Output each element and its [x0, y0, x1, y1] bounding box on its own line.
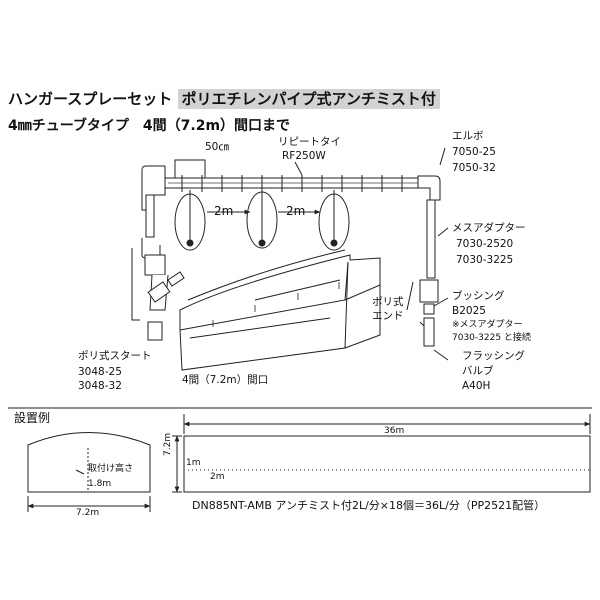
dim-50cm-bracket — [174, 159, 206, 180]
female-adapter-code-2: 7030-3225 — [456, 254, 514, 266]
right-drop-tube — [426, 199, 436, 279]
elbow-code-2: 7050-32 — [452, 162, 496, 174]
width-value: 7.2m — [76, 508, 100, 518]
hanger-2 — [246, 190, 278, 249]
bushing-label: ブッシング — [452, 290, 505, 302]
poly-end-label-1: ポリ式 — [372, 296, 404, 308]
flushing-valve-label-2: バルブ — [462, 365, 494, 377]
spacing-value: 2m — [210, 472, 225, 482]
repeat-ties — [181, 175, 403, 192]
repeat-tie-label: リピートタイ — [278, 136, 341, 148]
first-gap-value: 1m — [186, 458, 201, 468]
start-bracket — [131, 248, 140, 321]
start-handle — [167, 271, 185, 287]
female-adapter-code-1: 7030-2520 — [456, 238, 514, 250]
house-plan-view — [183, 435, 591, 493]
example-caption: DN885NT-AMB アンチミスト付2L/分×18個＝36L/分（PP2521… — [192, 499, 546, 512]
length-value: 36m — [384, 426, 405, 436]
mount-height-label: 取付け高さ — [88, 464, 134, 474]
right-elbow — [417, 175, 441, 201]
spacing-label-1: 2m — [214, 204, 234, 218]
start-coupler — [147, 321, 163, 341]
title-highlight: ポリエチレンパイプ式アンチミスト付 — [177, 89, 440, 109]
start-body — [144, 254, 166, 276]
repeat-tie-leader — [294, 161, 303, 176]
flushing-valve-label-1: フラッシング — [462, 350, 525, 362]
height-dim-value: 7.2m — [163, 432, 173, 456]
title-text: ハンガースプレーセット — [8, 90, 173, 108]
bushing — [423, 303, 435, 315]
title: ハンガースプレーセット ポリエチレンパイプ式アンチミスト付 — [8, 88, 440, 109]
spacing-label-2: 2m — [286, 204, 306, 218]
poly-start-label: ポリ式スタート — [78, 350, 152, 362]
bushing-note-2: 7030-3225 と接続 — [452, 333, 531, 343]
elbow-label: エルボ — [452, 130, 484, 142]
bushing-leader — [433, 297, 449, 307]
valve-handle — [419, 321, 425, 327]
poly-end-leader — [406, 281, 414, 311]
female-adapter — [419, 279, 439, 303]
poly-end-label-2: エンド — [372, 310, 404, 322]
valve-code: A40H — [462, 380, 491, 392]
house-cross-section — [27, 432, 151, 493]
greenhouse-sketch — [179, 249, 381, 371]
mount-height-value: 1.8m — [88, 479, 112, 489]
valve-leader — [433, 349, 449, 361]
female-adapter-label: メスアダプター — [452, 222, 526, 234]
elbow-code-1: 7050-25 — [452, 146, 496, 158]
flushing-valve — [423, 317, 435, 347]
hanger-1 — [174, 190, 206, 251]
poly-start-code-2: 3048-32 — [78, 380, 122, 392]
example-heading: 設置例 — [14, 411, 51, 425]
female-adapter-leader — [437, 227, 449, 237]
height-leader — [75, 469, 85, 475]
bushing-code: B2025 — [452, 305, 486, 317]
subtitle: 4㎜チューブタイプ 4間（7.2m）間口まで — [8, 118, 291, 134]
repeat-tie-code: RF250W — [282, 150, 326, 162]
left-drop-tube — [145, 194, 155, 238]
elbow-leader — [439, 147, 446, 166]
bushing-note: ※メスアダプター — [452, 320, 523, 330]
house-width-label: 4間（7.2m）間口 — [182, 374, 269, 386]
hanger-3 — [318, 190, 350, 251]
poly-start-code-1: 3048-25 — [78, 366, 122, 378]
dim-50cm-label: 50㎝ — [205, 141, 229, 153]
start-valve — [147, 281, 171, 303]
